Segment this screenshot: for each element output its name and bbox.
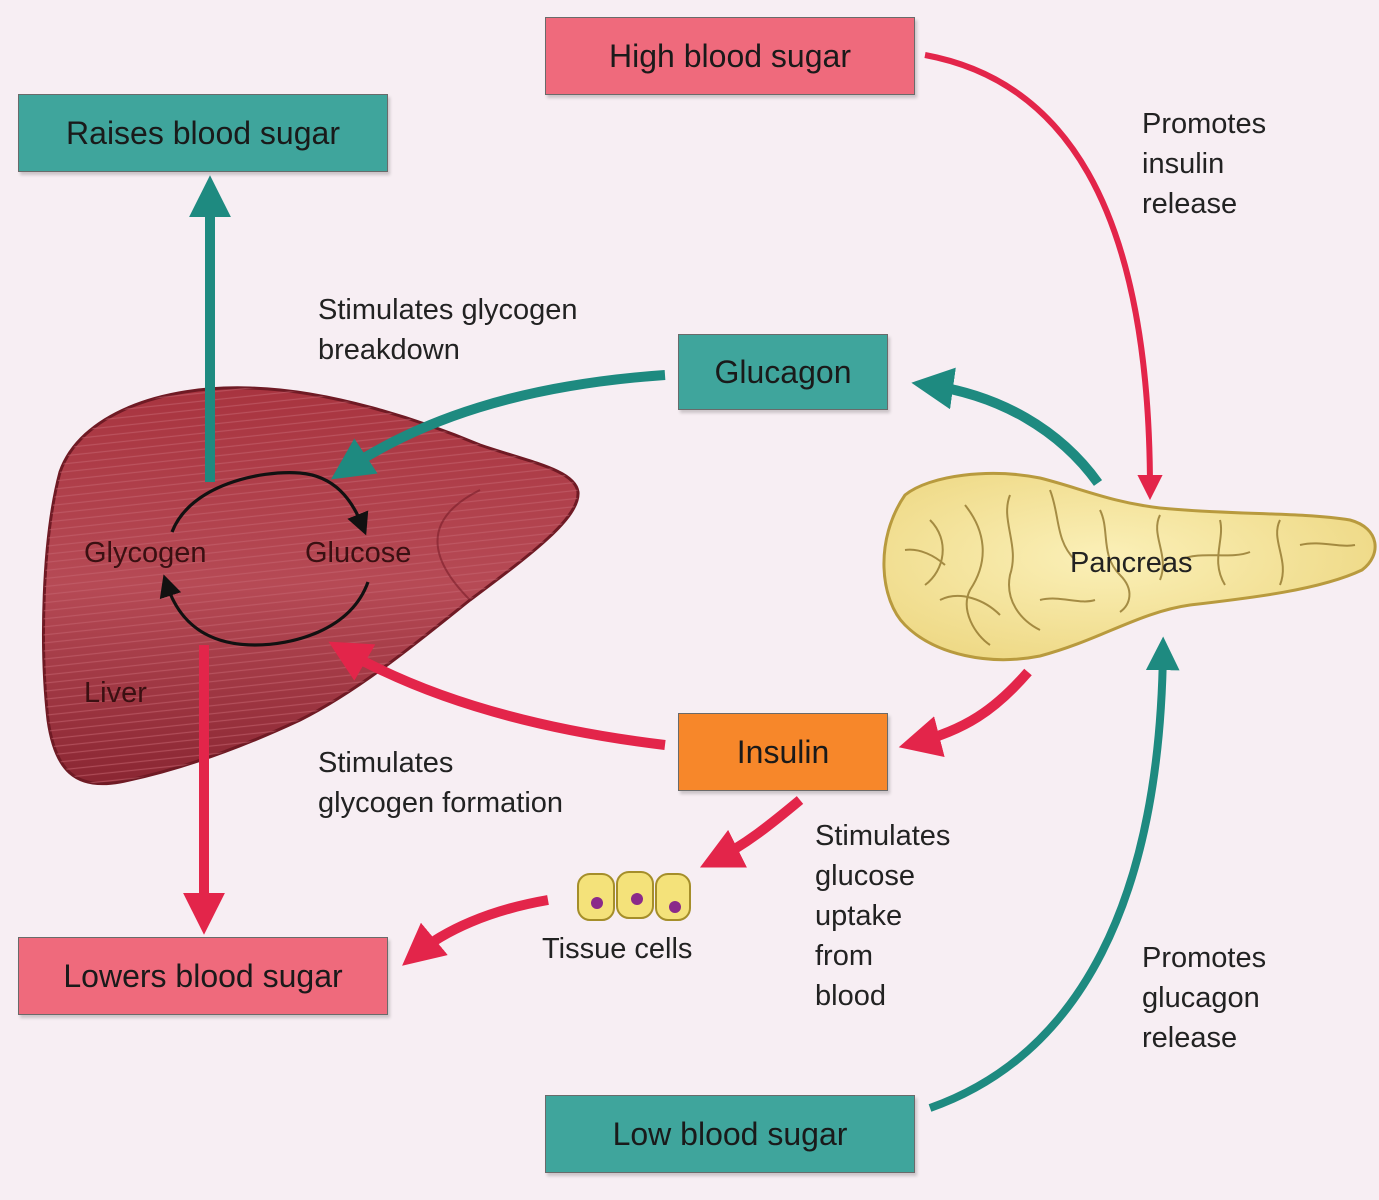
arrow-insulin-to-tissue [699, 796, 804, 868]
liver-label: Liver [84, 677, 147, 709]
pancreas-organ [882, 472, 1377, 662]
arrow-tissue-to-lowers [402, 895, 549, 966]
promotes-insulin-release-label: Promotes insulin release [1142, 108, 1267, 220]
stimulates-glycogen-breakdown-label: Stimulates glycogen breakdown [318, 294, 578, 366]
arrow-low-to-pancreas [928, 636, 1180, 1112]
arrow-pancreas-to-insulin [898, 668, 1032, 757]
stimulates-glucose-uptake-label: Stimulates glucose uptake from blood [815, 820, 951, 1012]
low-blood-sugar-box: Low blood sugar [545, 1095, 915, 1173]
promotes-glucagon-release-label: Promotes glucagon release [1142, 942, 1267, 1054]
lowers-blood-sugar-box: Lowers blood sugar [18, 937, 388, 1015]
glycogen-label: Glycogen [84, 537, 207, 569]
arrow-glucagon-to-liver [331, 370, 666, 480]
arrow-insulin-to-liver [328, 641, 666, 750]
tissue-cells-label: Tissue cells [542, 933, 693, 965]
insulin-box: Insulin [678, 713, 888, 791]
glycogen-glucose-cycle [159, 471, 370, 647]
teal-arrows [189, 175, 1180, 1112]
raises-blood-sugar-box: Raises blood sugar [18, 94, 388, 172]
glucose-label: Glucose [305, 537, 412, 569]
tissue-cells-icon [577, 871, 691, 921]
red-arrows [183, 52, 1163, 966]
glucagon-box: Glucagon [678, 334, 888, 410]
arrow-pancreas-to-glucagon [911, 367, 1103, 486]
high-blood-sugar-box: High blood sugar [545, 17, 915, 95]
pancreas-label: Pancreas [1070, 547, 1193, 579]
liver-organ [42, 386, 580, 786]
arrow-high-to-pancreas [924, 52, 1163, 501]
stimulates-glycogen-formation-label: Stimulates glycogen formation [318, 747, 564, 819]
